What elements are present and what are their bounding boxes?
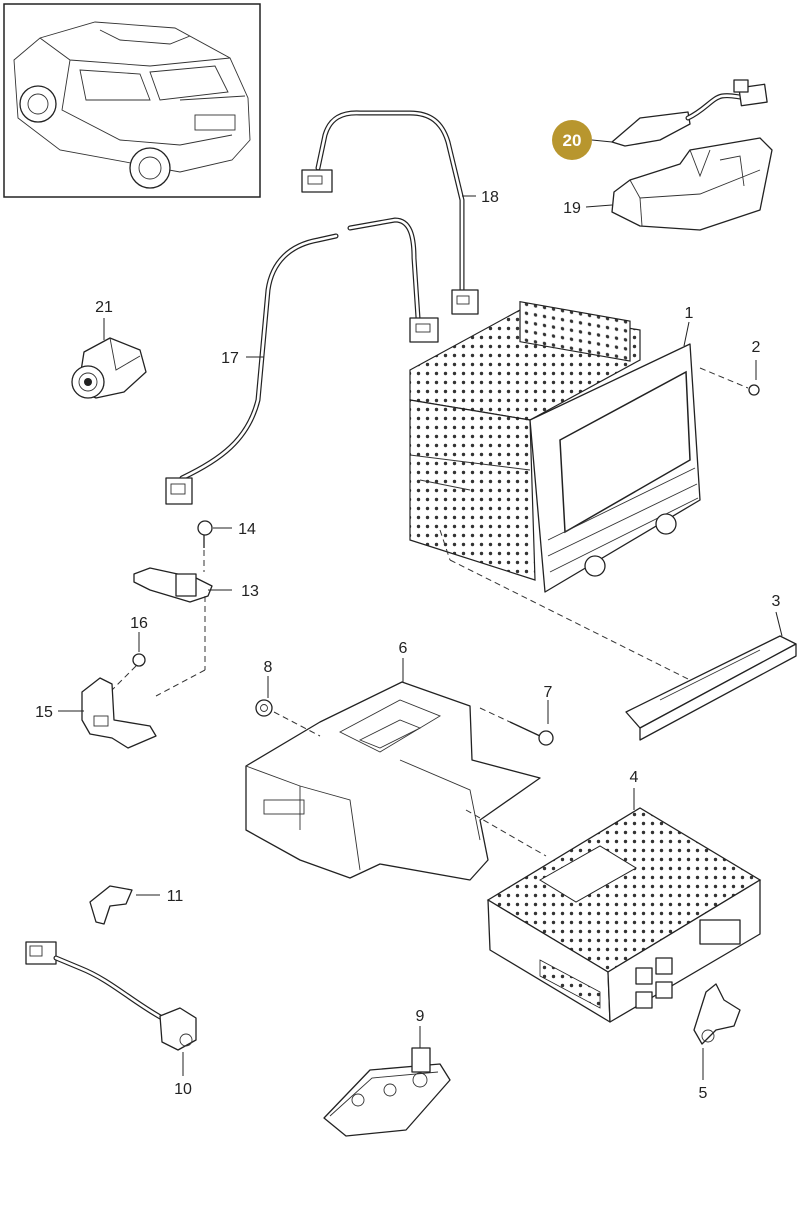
part-13-bracket bbox=[133, 567, 232, 697]
callout-19: 19 bbox=[563, 200, 581, 217]
part-9-module bbox=[323, 1026, 451, 1137]
callout-7: 7 bbox=[544, 684, 553, 701]
callout-20-badge: 20 bbox=[552, 120, 613, 160]
callout-5: 5 bbox=[699, 1085, 708, 1102]
part-11-bracket bbox=[89, 885, 160, 925]
part-1-head-unit bbox=[409, 300, 701, 593]
callout-15: 15 bbox=[35, 704, 53, 721]
callout-3: 3 bbox=[772, 593, 781, 610]
part-17-cable bbox=[165, 217, 439, 505]
part-21-camera bbox=[71, 318, 147, 399]
callout-17: 17 bbox=[221, 350, 239, 367]
part-18-cable bbox=[301, 110, 479, 315]
callout-21: 21 bbox=[95, 299, 113, 316]
callout-1: 1 bbox=[685, 305, 694, 322]
part-8-nut bbox=[255, 676, 321, 737]
part-5-clip bbox=[693, 983, 741, 1080]
callout-8: 8 bbox=[264, 659, 273, 676]
callout-18: 18 bbox=[481, 189, 499, 206]
callout-9: 9 bbox=[416, 1008, 425, 1025]
callout-labels: 1 2 3 4 5 6 7 8 9 10 11 13 14 15 16 17 1… bbox=[35, 189, 780, 1102]
callout-16: 16 bbox=[130, 615, 148, 632]
part-16-screw bbox=[111, 632, 146, 691]
part-19-module bbox=[585, 137, 773, 231]
part-4-box bbox=[465, 788, 762, 1023]
callout-6: 6 bbox=[399, 640, 408, 657]
part-20-module bbox=[611, 79, 768, 147]
callout-20-label: 20 bbox=[563, 131, 582, 150]
vehicle-thumbnail bbox=[3, 3, 261, 198]
part-7-bolt bbox=[479, 700, 554, 746]
part-2-screw bbox=[699, 360, 760, 396]
callout-11: 11 bbox=[167, 888, 184, 905]
callout-2: 2 bbox=[752, 339, 761, 356]
part-4-connectors bbox=[635, 919, 741, 1009]
callout-14: 14 bbox=[238, 521, 256, 538]
callout-10: 10 bbox=[174, 1081, 192, 1098]
part-3-strip bbox=[625, 611, 797, 741]
callout-13: 13 bbox=[241, 583, 259, 600]
part-14-screw bbox=[197, 520, 232, 572]
part-6-frame bbox=[245, 658, 541, 881]
part-10-camera-cable bbox=[25, 941, 197, 1076]
part-15-bracket bbox=[58, 677, 157, 749]
callout-4: 4 bbox=[630, 769, 639, 786]
